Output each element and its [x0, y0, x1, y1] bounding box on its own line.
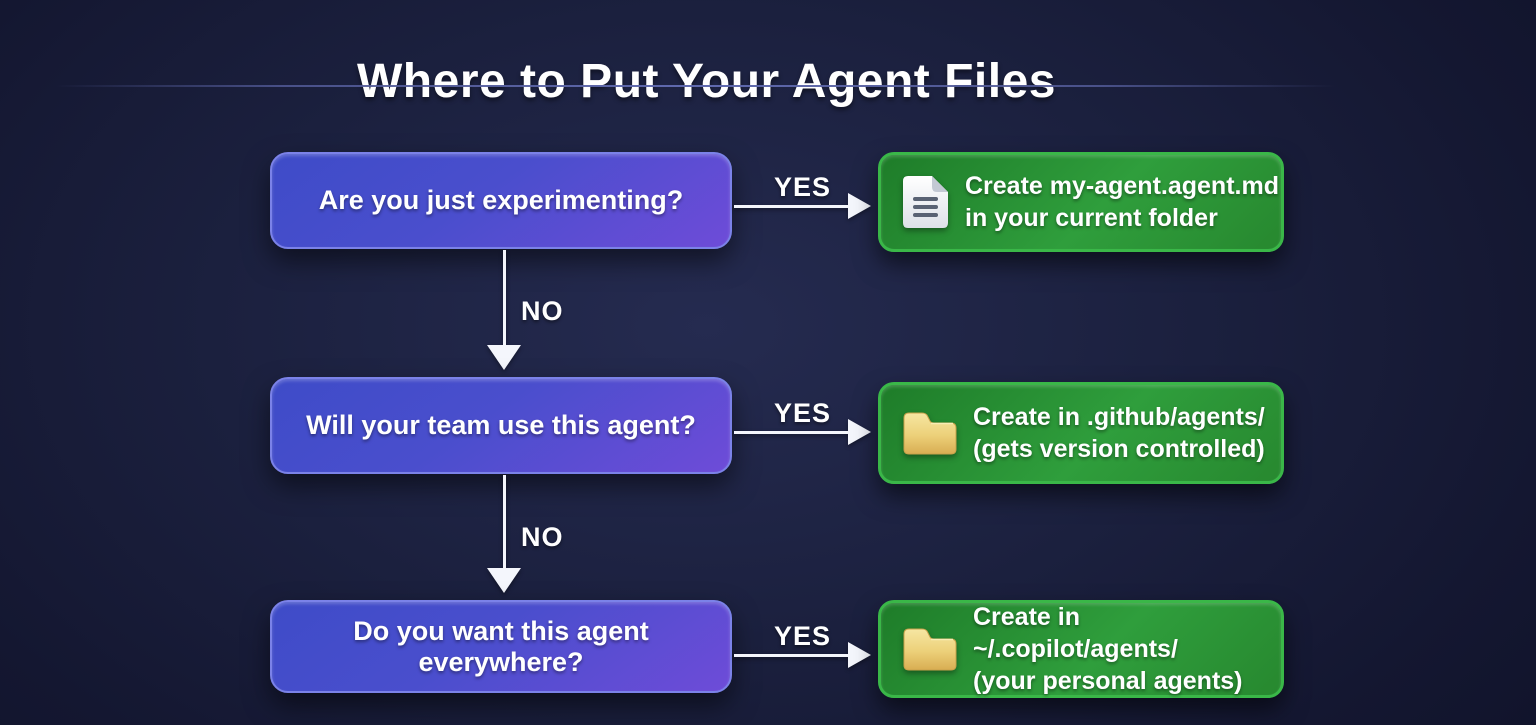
answer-line2: in your current folder: [965, 204, 1218, 232]
question-text: Are you just experimenting?: [318, 185, 684, 215]
yes-label-3: YES: [774, 621, 832, 651]
document-icon: [903, 175, 949, 229]
question-box-team-use: Will your team use this agent?: [270, 377, 732, 474]
question-text: Will your team use this agent?: [306, 410, 696, 440]
question-box-experimenting: Are you just experimenting?: [270, 152, 732, 249]
yes-label-2: YES: [774, 398, 832, 428]
answer-box-copilot-agents: Create in ~/.copilot/agents/ (your perso…: [878, 600, 1284, 698]
folder-icon: [903, 627, 957, 672]
question-box-agent-everywhere: Do you want this agent everywhere?: [270, 600, 732, 693]
answer-line2: (your personal agents): [973, 667, 1243, 695]
answer-line2: (gets version controlled): [973, 435, 1265, 463]
no-label-1: NO: [521, 296, 564, 326]
title-divider: [55, 85, 1335, 87]
yes-label-1: YES: [774, 172, 832, 202]
answer-line1: Create my-agent.agent.md: [965, 172, 1279, 200]
no-label-2: NO: [521, 522, 564, 552]
folder-icon: [903, 411, 957, 456]
answer-line1: Create in ~/.copilot/agents/: [973, 603, 1178, 663]
page-title: Where to Put Your Agent Files: [357, 55, 1056, 109]
answer-box-current-folder: Create my-agent.agent.md in your current…: [878, 152, 1284, 252]
question-text: Do you want this agent everywhere?: [353, 615, 649, 677]
answer-line1: Create in .github/agents/: [973, 403, 1265, 431]
answer-box-github-agents: Create in .github/agents/ (gets version …: [878, 382, 1284, 484]
